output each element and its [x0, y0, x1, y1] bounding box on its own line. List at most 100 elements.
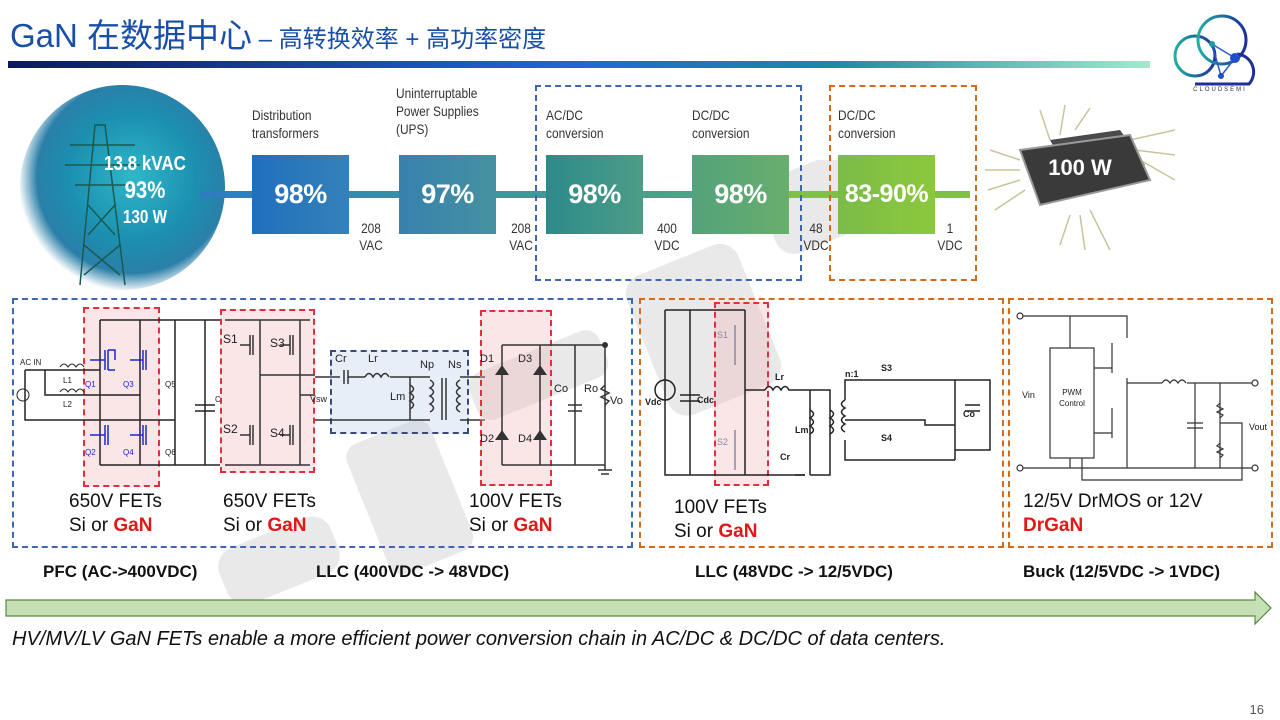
label-q1: Q1	[85, 380, 96, 389]
llc-secondary-fet-note: 100V FETs Si or GaN	[469, 491, 562, 536]
source-power: 130 W	[122, 207, 168, 227]
title-main: GaN 在数据中心	[10, 17, 253, 54]
stage-name-buck: Buck (12/5VDC -> 1VDC)	[1023, 562, 1220, 581]
group-llc2-box	[639, 298, 1004, 548]
label-control: Control	[1059, 399, 1085, 408]
llc-primary-schematic: S1 S2 S3 S4	[223, 319, 315, 466]
load-power: 100 W	[1048, 155, 1112, 180]
label-vo: Vo	[610, 395, 623, 407]
label-s2: S2	[223, 422, 238, 436]
label-c: C	[215, 395, 221, 404]
label-q4: Q4	[123, 448, 134, 457]
processor-chip-image: 100 W	[980, 100, 1180, 260]
group-buck-box	[1008, 298, 1273, 548]
transmission-tower-icon	[65, 124, 140, 286]
pfc-schematic: AC IN L1 L2 C Q1 Q2 Q3 Q4 Q5 Q6	[16, 319, 221, 466]
source-voltage: 13.8 kVAC	[104, 153, 186, 175]
label-ac-in: AC IN	[20, 358, 42, 367]
label-ns: Ns	[448, 359, 462, 371]
label-ro: Ro	[584, 383, 598, 395]
label-s4: S4	[270, 426, 285, 440]
label-vin: Vin	[1022, 390, 1035, 400]
llc-primary-fet-highlight	[220, 309, 315, 473]
footnote: HV/MV/LV GaN FETs enable a more efficien…	[12, 628, 946, 650]
label-ratio: n:1	[845, 369, 859, 379]
group-pol-box	[829, 85, 977, 281]
inductor-l2-icon	[59, 388, 85, 393]
slide-title: GaN 在数据中心 – 高转换效率 + 高功率密度	[10, 14, 546, 62]
label-s2: S2	[717, 437, 728, 447]
llc2-fet-note: 100V FETs Si or GaN	[674, 497, 767, 542]
label-lr: Lr	[368, 353, 378, 365]
group-ac-dc-box	[535, 85, 802, 281]
label-vsw: Vsw	[310, 394, 328, 404]
group-pfc-llc-box	[12, 298, 633, 548]
label-d2: D2	[480, 433, 494, 445]
label-d3: D3	[518, 353, 532, 365]
label-s3: S3	[881, 363, 892, 373]
pfc-fet-highlight	[83, 307, 160, 487]
llc-secondary-schematic: D1 D2 D3 D4 Co Ro Vo	[480, 342, 623, 475]
label-q2: Q2	[85, 448, 96, 457]
label-q3: Q3	[123, 380, 134, 389]
llc2-fet-highlight	[714, 302, 769, 486]
stage-name-llc1: LLC (400VDC -> 48VDC)	[316, 562, 510, 581]
inductor-l1-icon	[59, 363, 85, 368]
label-s1: S1	[717, 330, 728, 340]
label-l1: L1	[63, 376, 72, 385]
label-s1: S1	[223, 332, 238, 346]
label-cr: Cr	[335, 353, 347, 365]
label-l2: L2	[63, 400, 72, 409]
label-co: Co	[963, 409, 975, 419]
llc-tank-schematic: Cr Lr Lm Np Ns Vsw	[310, 353, 485, 421]
label-co: Co	[554, 383, 568, 395]
cloud-logo-icon: CLOUDSEMI	[1173, 14, 1256, 93]
power-tower-image: 13.8 kVAC 93% 130 W	[20, 85, 225, 290]
label-cdc: Cdc	[697, 395, 714, 405]
efficiency-box-acdc: 98%	[546, 155, 643, 234]
efficiency-box-dcdc: 98%	[692, 155, 789, 234]
label-pwm: PWM	[1062, 388, 1082, 397]
arrow-right-icon	[5, 590, 1272, 626]
label-s4: S4	[881, 433, 892, 443]
title-underline	[8, 61, 1150, 68]
source-efficiency: 93%	[124, 177, 166, 204]
cloudsemi-logo: CLOUDSEMI	[1165, 6, 1275, 96]
efficiency-box-distribution: 98%	[252, 155, 349, 234]
buck-schematic: Vin Vout PWM Control	[1016, 312, 1267, 481]
stage-name-pfc: PFC (AC->400VDC)	[43, 562, 198, 581]
label-lm: Lm	[795, 425, 809, 435]
page-number: 16	[1249, 702, 1264, 717]
label-d4: D4	[518, 433, 532, 445]
label-cr: Cr	[780, 452, 790, 462]
pfc-fet-note: 650V FETs Si or GaN	[69, 491, 162, 536]
label-lm: Lm	[390, 391, 405, 403]
label-vout: Vout	[1249, 422, 1267, 432]
stage-name-llc2: LLC (48VDC -> 12/5VDC)	[695, 562, 893, 581]
label-vdc: Vdc	[645, 397, 662, 407]
llc2-schematic: Vdc Cdc S1 S2 Lr Lm Cr n:1 S3 S4 Co	[645, 309, 991, 476]
efficiency-box-pol: 83-90%	[838, 155, 935, 234]
label-lr: Lr	[775, 372, 784, 382]
logo-text: CLOUDSEMI	[1193, 87, 1247, 93]
label-s3: S3	[270, 336, 285, 350]
efficiency-box-ups: 97%	[399, 155, 496, 234]
title-dash: –	[252, 26, 279, 53]
label-q5: Q5	[165, 380, 176, 389]
label-q6: Q6	[165, 448, 176, 457]
flow-arrow	[5, 590, 1272, 626]
label-d1: D1	[480, 353, 494, 365]
title-subtitle: 高转换效率 + 高功率密度	[278, 26, 547, 53]
llc-primary-fet-note: 650V FETs Si or GaN	[223, 491, 316, 536]
label-np: Np	[420, 359, 434, 371]
